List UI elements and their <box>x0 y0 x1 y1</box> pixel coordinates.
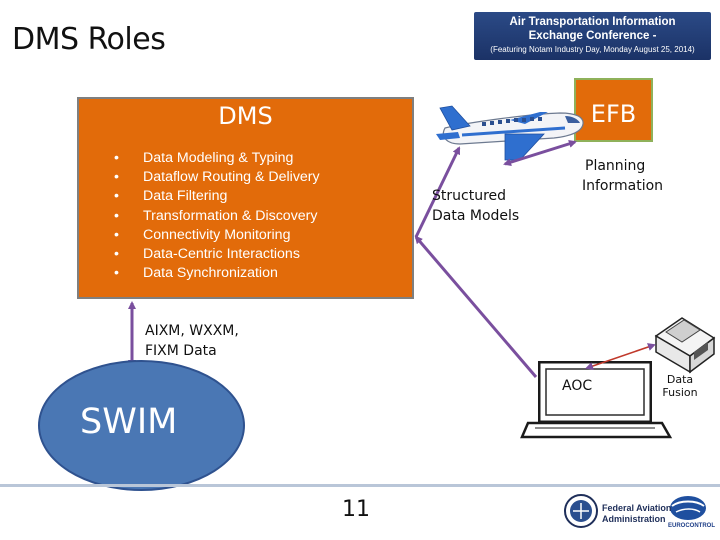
fusion-line-1: Data <box>666 373 694 386</box>
fusion-line-2: Fusion <box>662 386 698 399</box>
dms-function-item: Connectivity Monitoring <box>114 226 320 245</box>
planning-line-2: Information <box>582 178 664 194</box>
dms-function-list: Data Modeling & Typing Dataflow Routing … <box>114 149 320 284</box>
dms-function-item: Data Synchronization <box>114 264 320 283</box>
data-fusion-label: Data Fusion <box>654 373 706 399</box>
structured-data-arrow <box>414 146 461 238</box>
efb-label: EFB <box>590 100 637 128</box>
efb-box <box>574 78 653 142</box>
aixm-line-2: FIXM Data <box>145 343 217 359</box>
data-fusion-device-icon <box>654 317 716 374</box>
laptop-icon <box>520 361 673 439</box>
dms-function-item: Transformation & Discovery <box>114 207 320 226</box>
conference-banner: Air Transportation Information Exchange … <box>474 12 711 60</box>
banner-line-3: (Featuring Notam Industry Day, Monday Au… <box>490 45 695 54</box>
faa-seal-icon <box>564 494 598 528</box>
structured-line-2: Data Models <box>432 208 520 224</box>
swim-ellipse <box>38 360 245 491</box>
planning-line-1: Planning <box>585 158 646 174</box>
banner-line-1: Air Transportation Information <box>509 16 676 28</box>
banner-line-2: Exchange Conference - <box>528 30 657 42</box>
eurocontrol-wordmark: EUROCONTROL <box>668 523 715 529</box>
aoc-label: AOC <box>562 378 593 394</box>
faa-line-1: Federal Aviation <box>602 503 672 513</box>
dms-function-item: Dataflow Routing & Delivery <box>114 168 320 187</box>
dms-function-item: Data Filtering <box>114 187 320 206</box>
slide-title: DMS Roles <box>12 22 166 57</box>
dms-aoc-link <box>414 235 538 378</box>
aixm-line-1: AIXM, WXXM, <box>145 323 239 339</box>
footer-divider <box>0 484 720 487</box>
efb-planning-arrow <box>503 139 577 167</box>
aixm-data-label: AIXM, WXXM, FIXM Data <box>145 321 239 361</box>
planning-information-label: Planning Information <box>582 156 663 196</box>
eurocontrol-logo-icon <box>670 496 706 520</box>
page-number: 11 <box>342 497 370 522</box>
dms-function-item: Data Modeling & Typing <box>114 149 320 168</box>
faa-line-2: Administration <box>602 514 666 524</box>
airplane-icon <box>436 105 584 161</box>
dms-function-item: Data-Centric Interactions <box>114 245 320 264</box>
aoc-fusion-arrow <box>585 343 656 370</box>
faa-wordmark: Federal Aviation Administration <box>602 503 671 525</box>
dms-title: DMS <box>218 102 273 130</box>
structured-line-1: Structured <box>432 188 507 204</box>
structured-data-models-label: Structured Data Models <box>432 186 519 226</box>
swim-label: SWIM <box>80 402 178 442</box>
